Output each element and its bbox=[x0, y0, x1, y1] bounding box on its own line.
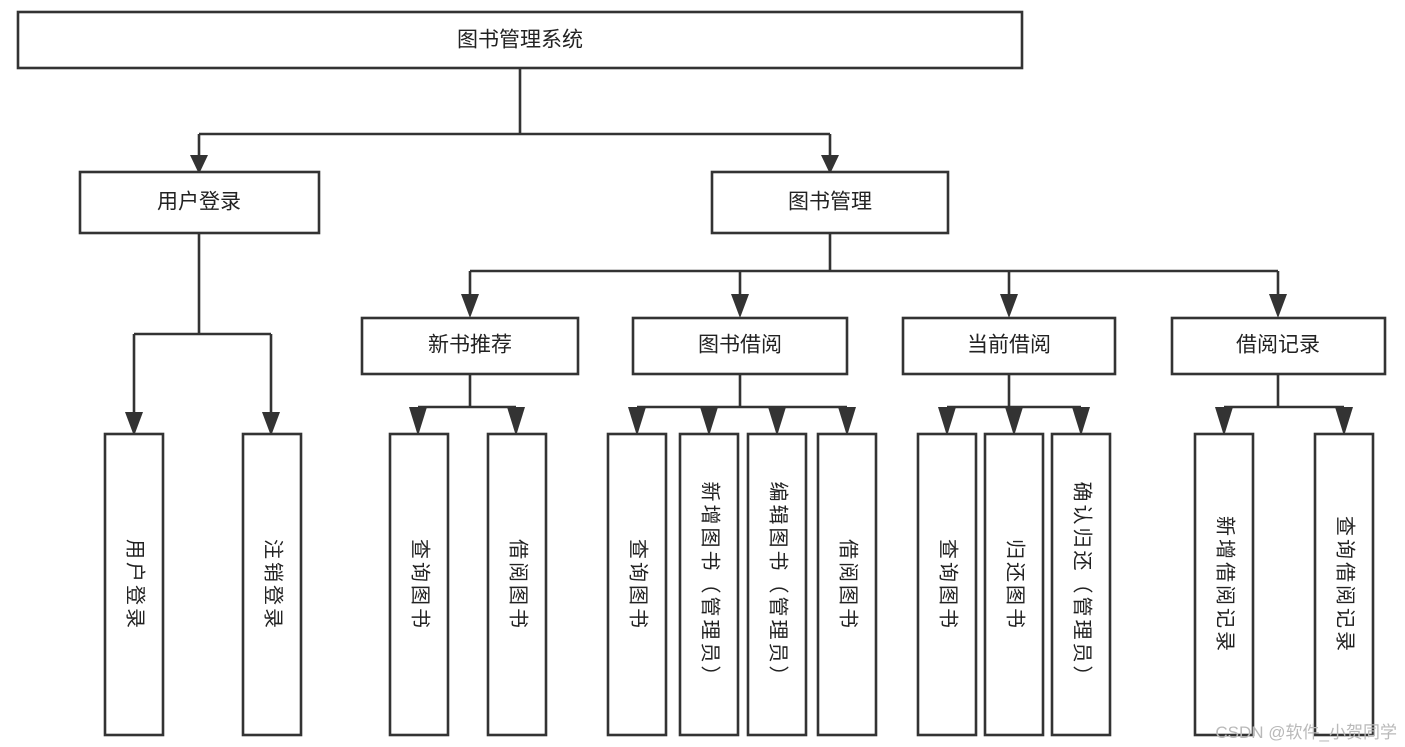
arrowhead-bb-borrow-book bbox=[838, 407, 856, 436]
node-user-login[interactable]: 用户登录 bbox=[78, 170, 321, 235]
leaf-br-add-record-box[interactable] bbox=[1193, 432, 1255, 737]
arrowhead-book-mgmt bbox=[821, 155, 839, 174]
leaf-cb-confirm-return-box[interactable] bbox=[1050, 432, 1112, 737]
leaf-bb-borrow-book-box[interactable] bbox=[816, 432, 878, 737]
arrowhead-leaf-user-login bbox=[125, 412, 143, 436]
leaf-bb-query-book[interactable]: 查询图书 bbox=[606, 432, 668, 737]
node-new-book-recommend[interactable]: 新书推荐 bbox=[360, 316, 580, 376]
arrowhead-bb-edit-book bbox=[768, 407, 786, 436]
arrowhead-cb-return-book bbox=[1005, 407, 1023, 436]
leaf-cb-query-book[interactable]: 查询图书 bbox=[916, 432, 978, 737]
leaf-user-login[interactable]: 用户登录 bbox=[103, 432, 165, 737]
leaf-nbr-query-book[interactable]: 查询图书 bbox=[388, 432, 450, 737]
leaf-nbr-borrow-book[interactable]: 借阅图书 bbox=[486, 432, 548, 737]
node-current-borrow-box[interactable] bbox=[901, 316, 1117, 376]
leaf-logout[interactable]: 注销登录 bbox=[241, 432, 303, 737]
arrowhead-bb-query-book bbox=[628, 407, 646, 436]
leaf-bb-add-book[interactable]: 新增图书（管理员） bbox=[678, 432, 740, 737]
arrowhead-cb-query-book bbox=[938, 407, 956, 436]
leaf-br-query-record-label: 查询借阅记录 bbox=[1334, 516, 1357, 654]
node-book-management-box[interactable] bbox=[710, 170, 950, 235]
leaf-br-add-record[interactable]: 新增借阅记录 bbox=[1193, 432, 1255, 737]
arrowhead-cb-confirm-return bbox=[1072, 407, 1090, 436]
node-current-borrow-label: 当前借阅 bbox=[967, 334, 1051, 357]
arrowhead-book-borrow bbox=[731, 294, 749, 318]
leaf-cb-query-book-box[interactable] bbox=[916, 432, 978, 737]
node-borrow-record-box[interactable] bbox=[1170, 316, 1387, 376]
leaf-cb-return-book[interactable]: 归还图书 bbox=[983, 432, 1045, 737]
leaf-logout-label: 注销登录 bbox=[262, 539, 285, 631]
leaf-br-query-record-box[interactable] bbox=[1313, 432, 1375, 737]
leaf-bb-query-book-box[interactable] bbox=[606, 432, 668, 737]
arrowhead-borrow-record bbox=[1269, 294, 1287, 318]
leaf-nbr-borrow-book-label: 借阅图书 bbox=[507, 539, 530, 631]
arrowhead-bb-add-book bbox=[700, 407, 718, 436]
leaf-cb-return-book-label: 归还图书 bbox=[1004, 539, 1027, 631]
node-book-borrow-label: 图书借阅 bbox=[698, 334, 782, 357]
leaf-bb-query-book-label: 查询图书 bbox=[627, 539, 650, 631]
leaf-user-login-label: 用户登录 bbox=[124, 539, 147, 631]
leaf-bb-edit-book-label: 编辑图书（管理员） bbox=[767, 482, 790, 689]
leaf-bb-add-book-box[interactable] bbox=[678, 432, 740, 737]
leaf-bb-edit-book[interactable]: 编辑图书（管理员） bbox=[746, 432, 808, 737]
arrowhead-user-login bbox=[190, 155, 208, 174]
arrowhead-br-add-record bbox=[1215, 407, 1233, 436]
leaf-bb-borrow-book[interactable]: 借阅图书 bbox=[816, 432, 878, 737]
leaf-nbr-query-book-label: 查询图书 bbox=[409, 539, 432, 631]
node-root-box[interactable] bbox=[16, 10, 1024, 70]
leaf-bb-edit-book-box[interactable] bbox=[746, 432, 808, 737]
leaf-cb-query-book-label: 查询图书 bbox=[937, 539, 960, 631]
arrowhead-current-borrow bbox=[1000, 294, 1018, 318]
leaf-nbr-borrow-book-box[interactable] bbox=[486, 432, 548, 737]
leaf-br-query-record[interactable]: 查询借阅记录 bbox=[1313, 432, 1375, 737]
node-book-borrow[interactable]: 图书借阅 bbox=[631, 316, 849, 376]
leaf-user-login-box[interactable] bbox=[103, 432, 165, 737]
node-root-label: 图书管理系统 bbox=[457, 29, 583, 52]
node-book-management[interactable]: 图书管理 bbox=[710, 170, 950, 235]
node-user-login-label: 用户登录 bbox=[157, 191, 241, 214]
node-new-book-recommend-label: 新书推荐 bbox=[428, 334, 512, 357]
leaf-bb-borrow-book-label: 借阅图书 bbox=[837, 539, 860, 631]
node-user-login-box[interactable] bbox=[78, 170, 321, 235]
leaf-bb-add-book-label: 新增图书（管理员） bbox=[699, 482, 722, 689]
leaf-cb-return-book-box[interactable] bbox=[983, 432, 1045, 737]
node-borrow-record-label: 借阅记录 bbox=[1236, 334, 1320, 357]
leaf-logout-box[interactable] bbox=[241, 432, 303, 737]
leaf-br-add-record-label: 新增借阅记录 bbox=[1214, 516, 1237, 654]
connector-layer bbox=[125, 68, 1353, 436]
node-new-book-recommend-box[interactable] bbox=[360, 316, 580, 376]
node-root[interactable]: 图书管理系统 bbox=[16, 10, 1024, 70]
csdn-watermark: CSDN @软件_小贺同学 bbox=[1215, 723, 1397, 742]
leaf-cb-confirm-return[interactable]: 确认归还（管理员） bbox=[1050, 432, 1112, 737]
node-book-borrow-box[interactable] bbox=[631, 316, 849, 376]
arrowhead-nbr-query-book bbox=[409, 407, 427, 436]
node-borrow-record[interactable]: 借阅记录 bbox=[1170, 316, 1387, 376]
node-current-borrow[interactable]: 当前借阅 bbox=[901, 316, 1117, 376]
arrowhead-leaf-logout bbox=[262, 412, 280, 436]
node-book-management-label: 图书管理 bbox=[788, 191, 872, 214]
leaf-cb-confirm-return-label: 确认归还（管理员） bbox=[1071, 482, 1094, 689]
arrowhead-new-book-rec bbox=[461, 294, 479, 318]
arrowhead-br-query-record bbox=[1335, 407, 1353, 436]
leaf-nbr-query-book-box[interactable] bbox=[388, 432, 450, 737]
arrowhead-nbr-borrow-book bbox=[507, 407, 525, 436]
